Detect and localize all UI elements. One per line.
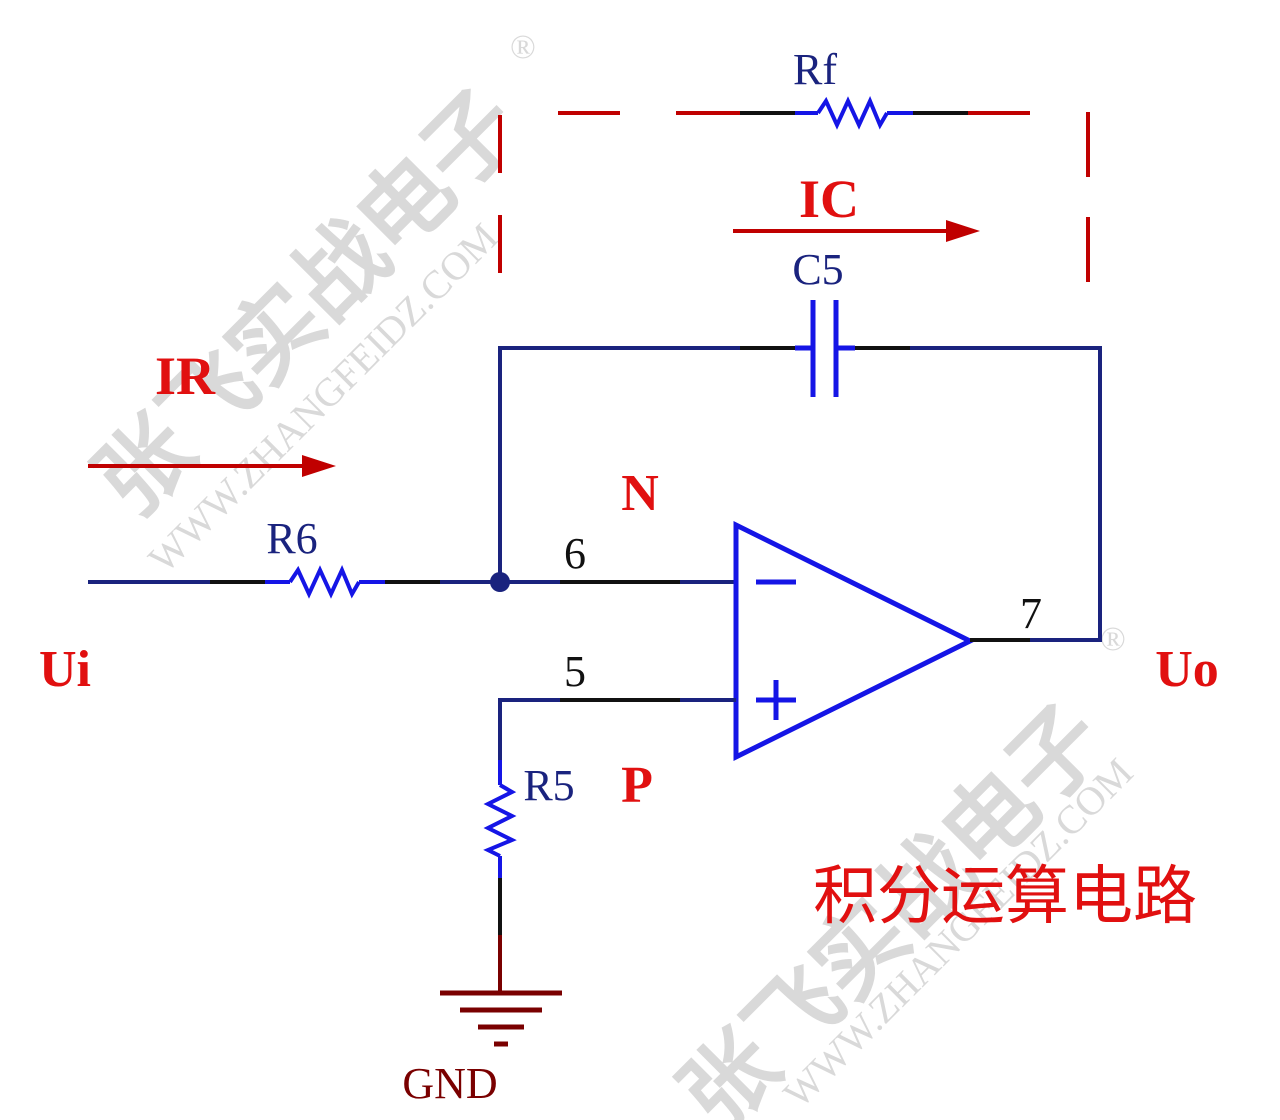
gnd-label: GND	[402, 1059, 497, 1108]
r5-label: R5	[523, 761, 574, 810]
n-node-label: N	[621, 465, 659, 522]
ground-symbol	[440, 990, 562, 1047]
pin6-label: 6	[564, 529, 586, 578]
p-node-label: P	[621, 757, 653, 814]
op-amp	[733, 520, 976, 762]
watermark-reg-mark: ®	[1100, 621, 1126, 658]
c5-label: C5	[792, 245, 843, 294]
circuit-title: 积分运算电路	[813, 860, 1197, 934]
ir-label: IR	[155, 346, 216, 406]
c5-capacitor	[795, 300, 855, 397]
pin5-label: 5	[564, 647, 586, 696]
uo-label: Uo	[1155, 641, 1219, 698]
watermark-reg-mark: ®	[510, 29, 536, 66]
ir-current-arrow	[88, 455, 336, 477]
ui-label: Ui	[39, 641, 91, 698]
watermark-group: 张飞实战电子 WWW.ZHANGFEIDZ.COM ® 张飞实战电子 WWW.Z…	[75, 29, 1142, 1120]
ic-label: IC	[799, 169, 859, 229]
rf-label: Rf	[793, 45, 837, 94]
r6-label: R6	[266, 514, 317, 563]
r5-resistor	[483, 760, 517, 992]
pin7-label: 7	[1020, 589, 1042, 638]
r6-resistor	[265, 565, 385, 599]
feedback-wire	[498, 346, 1102, 642]
rf-resistor	[740, 96, 968, 130]
ic-current-arrow	[733, 220, 980, 242]
rf-dashed-loop	[498, 111, 1090, 290]
junction-node	[490, 572, 510, 592]
noninverting-wire	[498, 698, 736, 760]
